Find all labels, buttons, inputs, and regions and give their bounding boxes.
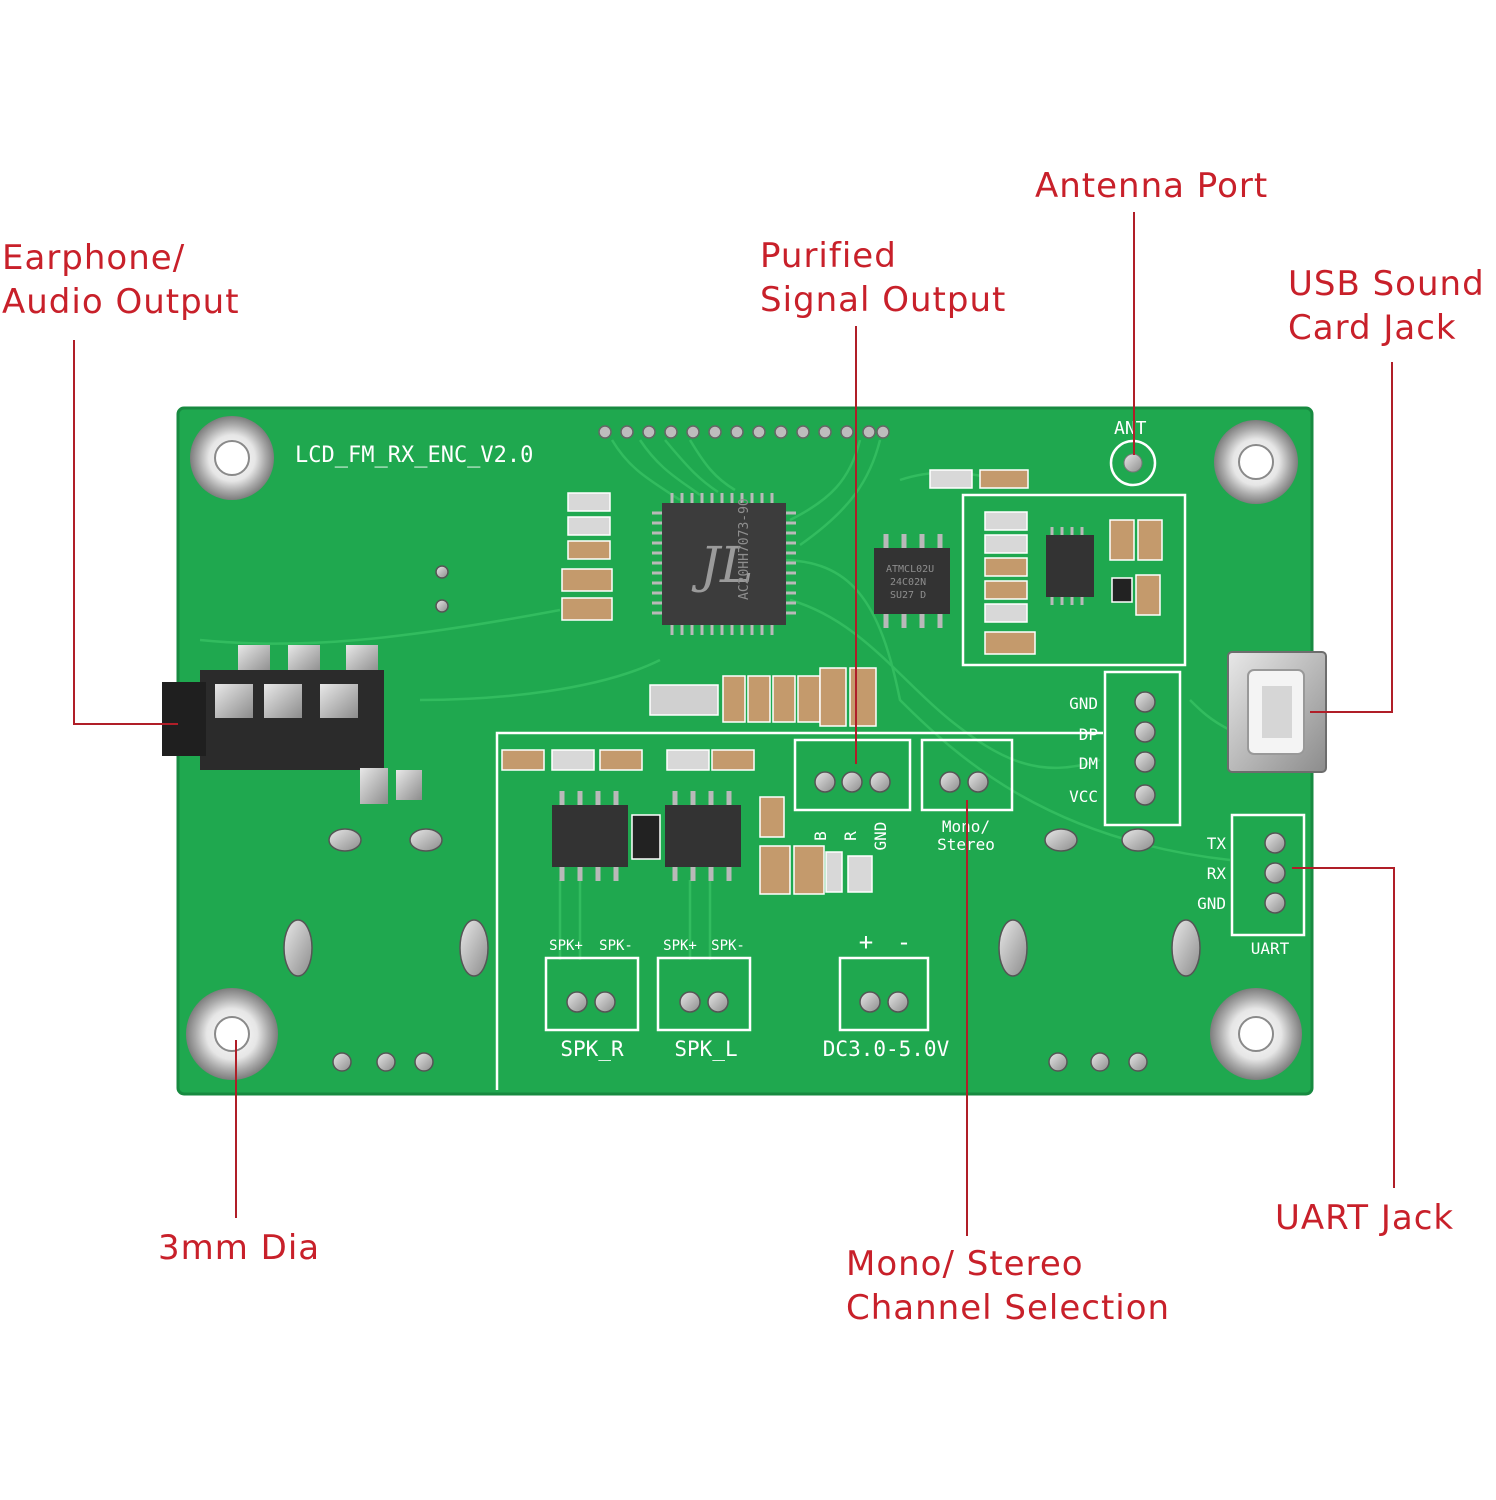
spk-r-label: SPK_R (560, 1037, 624, 1061)
callout-antenna-line-1: Antenna Port (1035, 166, 1269, 206)
callout-purified-line-2: Signal Output (760, 280, 1007, 320)
signal-pin-b: B (811, 831, 830, 841)
passive-components (501, 469, 1163, 895)
oval-slots (283, 828, 1201, 977)
rf-chip (1046, 527, 1094, 605)
callout-earphone-line-1: Earphone/ (2, 238, 186, 278)
uart-pin-rx: RX (1207, 864, 1227, 883)
micro-usb-connector (1227, 651, 1327, 773)
eeprom-line-3: SU27 D (890, 590, 926, 601)
audio-jack (162, 645, 422, 804)
spk-r-minus: SPK- (599, 938, 633, 954)
spk-l-label: SPK_L (674, 1037, 737, 1061)
callout-usb-line-2: Card Jack (1288, 308, 1457, 348)
silkscreen-outlines (495, 493, 1306, 1090)
callout-earphone-line-2: Audio Output (2, 282, 240, 322)
power-label: DC3.0-5.0V (823, 1037, 950, 1061)
uart-pin-tx: TX (1207, 834, 1227, 853)
usb-pin-vcc: VCC (1069, 787, 1098, 806)
eeprom-chip: ATMCL02U 24C02N SU27 D (874, 534, 950, 628)
callout-mono-line-1: Mono/ Stereo (846, 1244, 1084, 1284)
callout-dia: 3mm Dia (158, 1226, 320, 1270)
usb-pin-gnd: GND (1069, 694, 1098, 713)
svg-text:JL: JL (691, 536, 753, 594)
amplifier-chips (552, 791, 741, 881)
spk-l-plus: SPK+ (663, 938, 697, 954)
mounting-holes (186, 416, 1302, 1080)
power-minus-label: - (897, 928, 911, 956)
callout-purified-line-1: Purified (760, 236, 897, 276)
signal-pin-r: R (841, 831, 860, 841)
callout-antenna: Antenna Port (1035, 164, 1268, 208)
callout-mono: Mono/ Stereo Channel Selection (846, 1242, 1170, 1330)
signal-pin-gnd: GND (871, 822, 890, 851)
eeprom-line-1: ATMCL02U (886, 564, 934, 575)
callout-usb-line-1: USB Sound (1288, 264, 1485, 304)
usb-pin-dm: DM (1079, 754, 1098, 773)
lcd-header-pins (598, 425, 890, 439)
ant-label: ANT (1114, 418, 1147, 439)
leader-lines (73, 212, 1395, 1236)
board-model-label: LCD_FM_RX_ENC_V2.0 (295, 443, 533, 468)
callout-earphone: Earphone/ Audio Output (2, 236, 240, 324)
callout-usb: USB Sound Card Jack (1288, 262, 1485, 350)
callout-uart-line-1: UART Jack (1275, 1198, 1455, 1238)
power-plus-label: + (859, 928, 873, 956)
callout-mono-line-2: Channel Selection (846, 1288, 1171, 1328)
spk-r-plus: SPK+ (549, 938, 583, 954)
main-chip: JL AC20HH7073-90 (652, 493, 796, 635)
callout-purified: Purified Signal Output (760, 234, 1006, 322)
header-pads (332, 565, 1286, 1072)
callout-uart: UART Jack (1275, 1196, 1454, 1240)
main-chip-label: AC20HH7073-90 (737, 498, 752, 600)
spk-l-minus: SPK- (711, 938, 745, 954)
uart-pin-gnd: GND (1197, 894, 1226, 913)
uart-label: UART (1251, 939, 1290, 958)
usb-pin-dp: DP (1079, 725, 1098, 744)
eeprom-line-2: 24C02N (890, 577, 926, 588)
callout-dia-line-1: 3mm Dia (158, 1228, 321, 1268)
